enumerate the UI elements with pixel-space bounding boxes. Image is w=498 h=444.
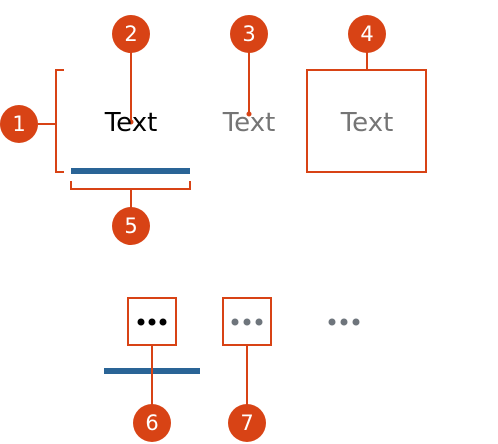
svg-text:7: 7 [240,411,253,435]
more-horizontal-icon [231,318,263,326]
callout-3-leader-dot [246,111,252,117]
svg-text:2: 2 [124,22,137,46]
svg-text:6: 6 [145,411,158,435]
svg-text:4: 4 [360,22,373,46]
callout-5-bracket [70,181,191,208]
callout-marker-2: 2 [112,15,150,53]
focus-outline [306,69,427,173]
callout-marker-3: 3 [230,15,268,53]
callout-2-leader-dot [128,119,134,125]
callout-marker-4: 4 [348,15,386,53]
tab-label-active: Text [104,108,158,138]
callout-marker-6: 6 [133,404,171,442]
callout-1-bracket [38,69,64,173]
more-horizontal-icon [137,318,167,326]
more-horizontal-icon [328,318,360,326]
svg-text:5: 5 [124,214,137,238]
tab-label-focused: Text [340,108,394,138]
tab-label-inactive: Text [222,108,276,138]
active-indicator [71,168,190,174]
svg-text:1: 1 [12,112,25,136]
callout-marker-7: 7 [228,404,266,442]
callout-marker-5: 5 [112,207,150,245]
svg-text:3: 3 [242,22,255,46]
callout-marker-1: 1 [0,105,38,143]
